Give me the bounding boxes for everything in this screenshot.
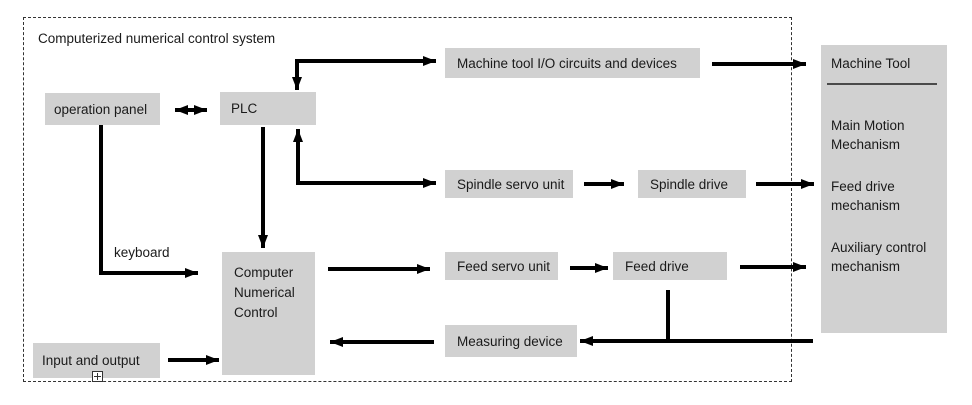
node-feed-drive: Feed drive	[613, 252, 727, 280]
machine-tool-title: Machine Tool	[831, 56, 911, 71]
node-measuring-device: Measuring device	[445, 325, 577, 357]
node-machine-tool: Machine Tool Main Motion Mechanism Feed …	[821, 45, 947, 333]
anchor-plus-icon[interactable]	[92, 371, 103, 382]
node-spindle-servo-unit: Spindle servo unit	[445, 170, 573, 198]
keyboard-edge-label: keyboard	[114, 245, 170, 260]
node-feed-servo-unit: Feed servo unit	[445, 252, 558, 280]
machine-tool-item-feed-drive: Feed drive mechanism	[831, 179, 901, 213]
machine-tool-divider	[827, 83, 937, 85]
node-spindle-drive: Spindle drive	[638, 170, 746, 198]
machine-tool-item-main-motion: Main Motion Mechanism	[831, 118, 905, 152]
machine-tool-item-auxiliary-control: Auxiliary control mechanism	[831, 240, 927, 274]
system-boundary-dashed-box	[23, 17, 792, 382]
node-machine-tool-io: Machine tool I/O circuits and devices	[445, 48, 700, 78]
node-plc: PLC	[220, 92, 316, 125]
node-operation-panel: operation panel	[45, 93, 160, 125]
diagram-title: Computerized numerical control system	[38, 31, 276, 46]
node-computer-numerical-control: Computer Numerical Control	[222, 252, 315, 375]
